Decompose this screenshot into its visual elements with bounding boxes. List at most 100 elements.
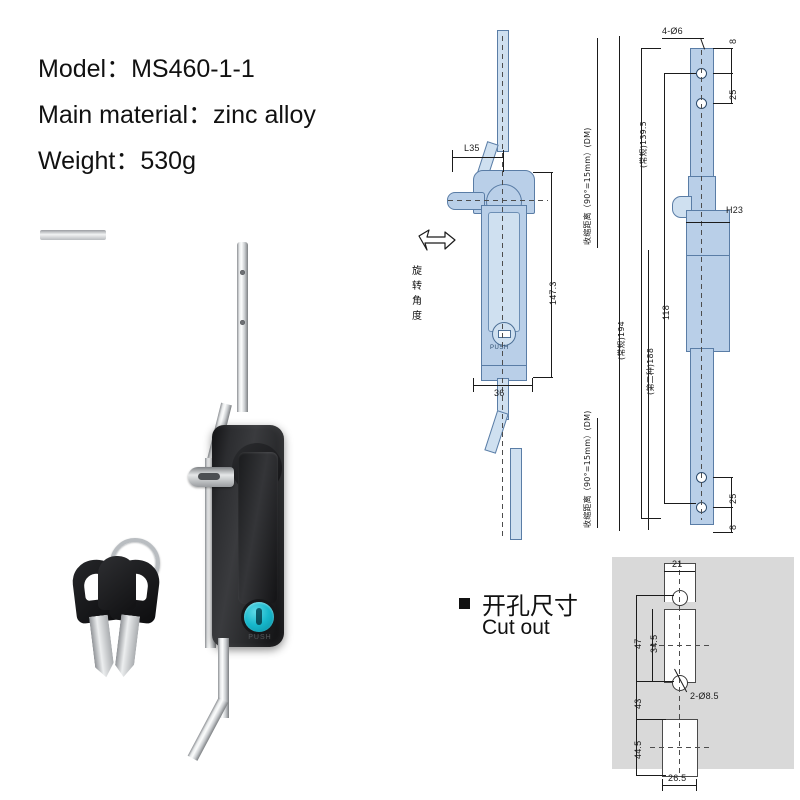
cutout-hole-icon bbox=[672, 590, 688, 606]
dim-ext-bot25-a bbox=[713, 477, 733, 478]
dim-cut-265: 26.5 bbox=[668, 773, 687, 783]
dim-ext-36-right bbox=[532, 378, 533, 392]
specification-block: Model：MS460-1-1 Main material：zinc alloy… bbox=[38, 46, 458, 184]
cutout-main-slot bbox=[664, 609, 696, 683]
dim-line-36 bbox=[473, 385, 533, 386]
push-button-label: PUSH bbox=[248, 634, 272, 641]
dim-ext-36-left bbox=[473, 378, 474, 392]
dim-ext-top8-a bbox=[713, 48, 733, 49]
dim-line-345 bbox=[652, 609, 653, 681]
dim-line-118 bbox=[664, 73, 665, 503]
dim-ext-265-left bbox=[662, 779, 663, 791]
dim-ext-147-bot bbox=[533, 377, 553, 378]
spec-model: Model：MS460-1-1 bbox=[38, 55, 255, 83]
cutout-lower-slot bbox=[662, 719, 698, 777]
dim-ext-top8-b bbox=[713, 73, 733, 74]
travel-note-top: 收缩距离（90°=15mm）(DM) bbox=[583, 127, 592, 245]
dim-ext-43 bbox=[636, 719, 666, 720]
dim-ext-top25 bbox=[713, 103, 733, 104]
cutout-title-cn: 开孔尺寸 bbox=[482, 592, 578, 620]
dim-118: 118 bbox=[661, 305, 671, 320]
dim-ext-445 bbox=[636, 775, 666, 776]
front-push-label: PUSH bbox=[490, 345, 509, 351]
dim-ext-bot8 bbox=[713, 532, 733, 533]
dim-147-3: 147.3 bbox=[548, 281, 558, 305]
cutout-centerline bbox=[679, 561, 680, 777]
dim-line-265 bbox=[662, 785, 697, 786]
dim-ext-118-top bbox=[664, 73, 696, 74]
dim-l35: L35 bbox=[464, 143, 480, 153]
front-lower-rod-bend bbox=[484, 410, 509, 454]
spec-weight: Weight：530g bbox=[38, 147, 196, 175]
dim-standard-1395: (常规)139.5 bbox=[639, 121, 648, 168]
dim-line-bot8 bbox=[731, 507, 732, 533]
rod-hole-icon bbox=[240, 320, 245, 325]
dim-rod-188: (第二种)188 bbox=[646, 347, 655, 395]
side-centerline bbox=[701, 50, 702, 520]
lower-rod-bend bbox=[187, 697, 229, 761]
dim-line-445 bbox=[636, 719, 637, 775]
front-axis-line bbox=[448, 200, 548, 201]
key-set bbox=[58, 530, 198, 680]
dim-top-pitch-25: 25 bbox=[728, 89, 738, 100]
dim-cut-47: 47 bbox=[633, 638, 643, 649]
side-handle-block bbox=[686, 210, 730, 260]
dim-h23: H23 bbox=[726, 205, 744, 215]
spec-material: Main material：zinc alloy bbox=[38, 101, 316, 129]
dim-line-188 bbox=[648, 250, 649, 530]
travel-arrow-bottom-line bbox=[597, 418, 598, 528]
dim-bottom-edge-8: 8 bbox=[728, 524, 738, 530]
dim-cut-hole-spec: 2-Ø8.5 bbox=[690, 691, 719, 701]
dim-ext-1395-bot bbox=[641, 518, 661, 519]
dim-line-43 bbox=[636, 681, 637, 719]
handle-lever bbox=[238, 452, 278, 604]
dim-bottom-pitch-25: 25 bbox=[728, 493, 738, 504]
front-lock-slot bbox=[498, 330, 511, 338]
dim-ext-l35-left bbox=[452, 150, 453, 172]
dim-line-bot25 bbox=[731, 477, 732, 507]
dim-line-l35 bbox=[452, 157, 504, 158]
dim-hole-spec: 4-Ø6 bbox=[662, 26, 683, 36]
front-upper-rod bbox=[497, 30, 509, 152]
dim-ext-l35-right bbox=[503, 150, 504, 172]
dim-36: 36 bbox=[494, 388, 505, 398]
dim-cut-345: 34.5 bbox=[649, 634, 659, 653]
rod-hole-icon bbox=[240, 270, 245, 275]
mid-rod bbox=[205, 458, 216, 648]
wing-notch bbox=[198, 473, 220, 480]
lower-rod bbox=[218, 638, 229, 718]
dim-cut-445: 44.5 bbox=[633, 740, 643, 759]
dim-ext-47-top bbox=[636, 595, 674, 596]
cutout-title-en: Cut out bbox=[482, 616, 550, 639]
dim-line-147 bbox=[551, 172, 552, 377]
front-bottom-rod bbox=[510, 448, 522, 540]
front-centerline bbox=[502, 36, 503, 536]
travel-note-bottom: 收缩距离（90°=15mm）(DM) bbox=[583, 410, 592, 528]
dim-ext-1395-top bbox=[641, 48, 661, 49]
dim-line-194 bbox=[619, 36, 620, 531]
dim-line-47 bbox=[636, 595, 637, 681]
key-blade bbox=[89, 615, 115, 679]
cutout-hline-lower bbox=[650, 747, 710, 748]
side-lower-block bbox=[686, 255, 730, 352]
product-photo: PUSH bbox=[40, 230, 340, 770]
upper-rod bbox=[237, 242, 248, 412]
travel-arrow-top-line bbox=[597, 38, 598, 248]
cutout-hline-main bbox=[650, 645, 710, 646]
rotation-angle-label: 旋转角度 bbox=[412, 266, 422, 322]
bullet-square-icon bbox=[459, 598, 470, 609]
dim-ext-147-top bbox=[533, 172, 553, 173]
dim-cut-21: 21 bbox=[672, 559, 683, 569]
lower-rod-foot bbox=[40, 230, 106, 240]
front-wing-knob bbox=[447, 192, 485, 210]
push-button-slot bbox=[256, 608, 262, 625]
dim-ext-118-bot bbox=[664, 503, 696, 504]
leader-hole-spec bbox=[662, 38, 704, 39]
dim-line-1395 bbox=[641, 48, 642, 518]
key-blade bbox=[114, 614, 140, 678]
cutout-drawing: 21 47 34.5 2-Ø8.5 43 44.5 26.5 bbox=[612, 557, 794, 791]
dim-line-top25 bbox=[731, 73, 732, 103]
side-bottom-plate bbox=[690, 348, 714, 525]
dim-line-top8 bbox=[731, 48, 732, 74]
